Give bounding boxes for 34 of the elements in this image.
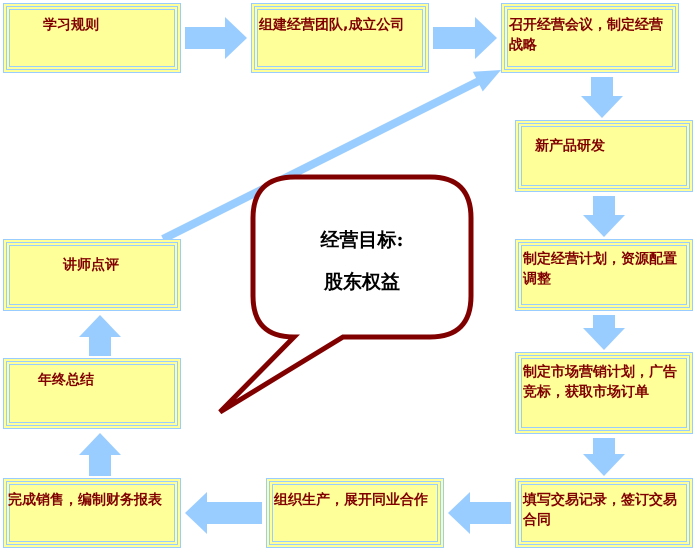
process-box <box>3 239 181 311</box>
step-text: 组织生产，展开同业合作 <box>274 491 429 510</box>
arrow <box>583 438 625 476</box>
arrow <box>79 315 121 356</box>
process-box <box>266 478 444 548</box>
step-text: 制定经营计划，资源配置调整 <box>523 250 678 289</box>
process-box <box>3 358 181 429</box>
process-box <box>501 3 679 73</box>
process-box <box>3 478 181 548</box>
arrow <box>185 492 262 534</box>
process-box <box>515 120 693 192</box>
step-text: 召开经营会议，制定经营战略 <box>509 16 664 55</box>
step-text: 讲师点评 <box>63 256 120 275</box>
bubble-text: 经营目标: <box>319 228 404 253</box>
step-text: 完成销售，编制财务报表 <box>8 490 163 510</box>
arrow <box>448 492 511 534</box>
process-box <box>515 478 693 548</box>
process-box <box>515 239 693 311</box>
step-text: 学习规则 <box>43 16 100 35</box>
step-text: 新产品研发 <box>535 136 606 156</box>
arrow <box>583 196 625 237</box>
bubble-text: 股东权益 <box>322 270 401 295</box>
arrow <box>79 433 121 476</box>
arrow <box>581 77 623 118</box>
step-text: 组建经营团队,成立公司 <box>259 16 406 35</box>
step-text: 制定市场营销计划，广告竞标，获取市场订单 <box>523 362 678 402</box>
arrow <box>433 17 497 59</box>
step-text: 填写交易记录，签订交易合同 <box>523 490 678 530</box>
arrow <box>185 17 247 59</box>
process-box <box>515 352 693 434</box>
process-box <box>251 3 429 73</box>
process-box <box>3 3 181 73</box>
arrow <box>583 315 625 350</box>
step-text: 年终总结 <box>38 371 95 390</box>
